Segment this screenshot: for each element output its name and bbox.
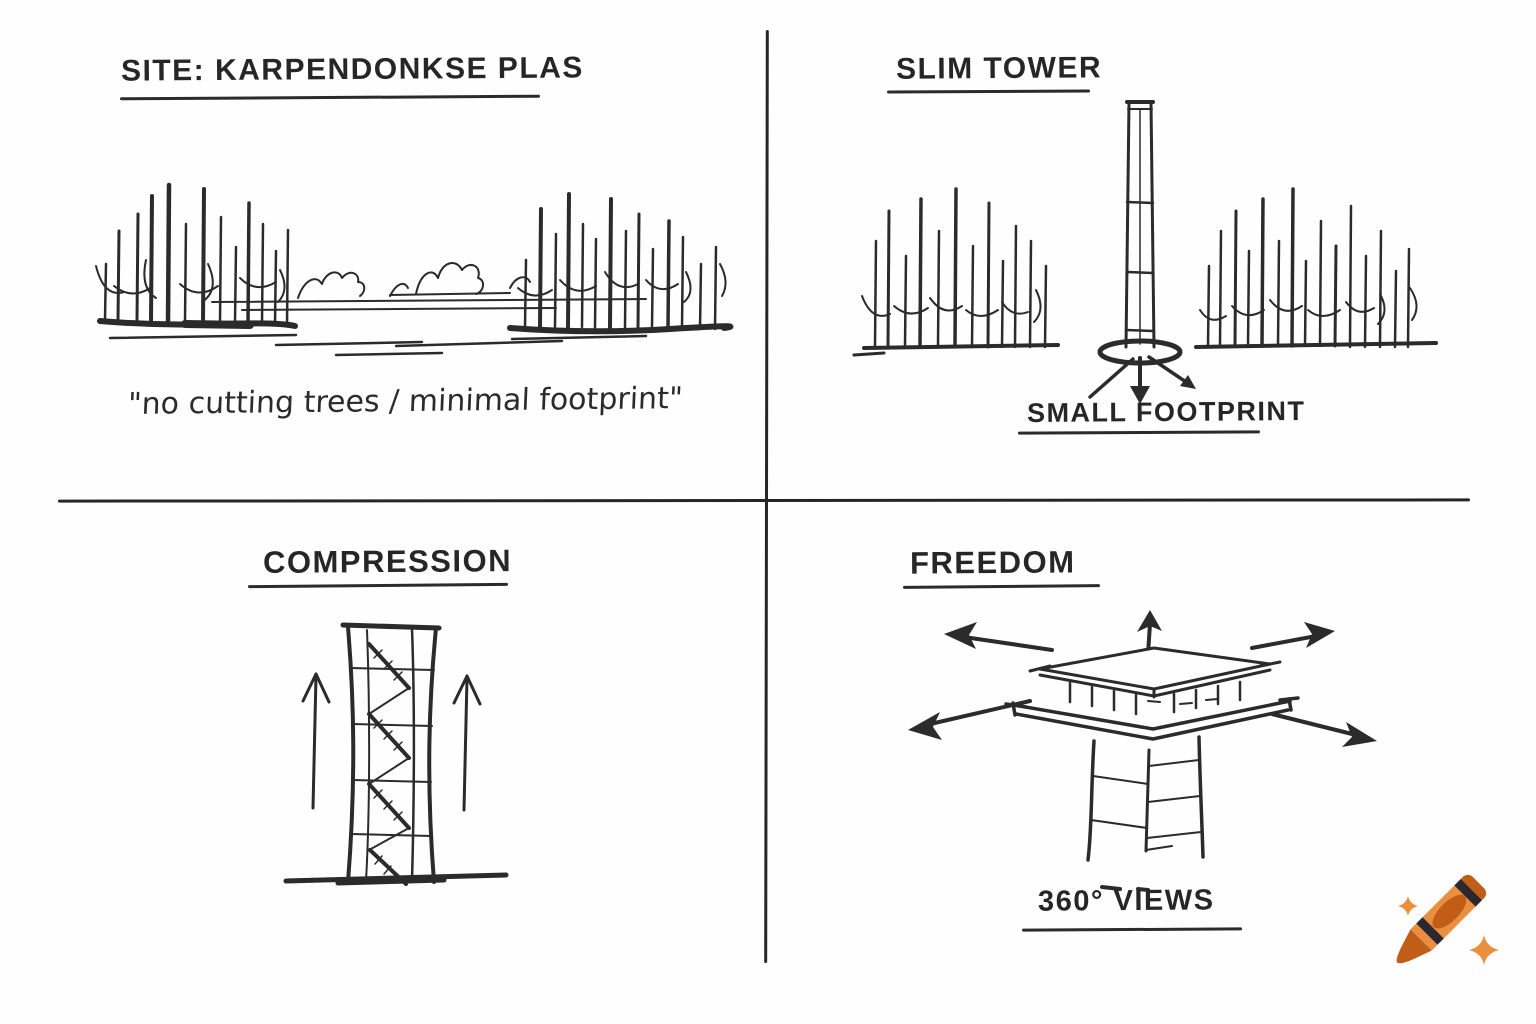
up-arrow-left bbox=[301, 672, 331, 810]
small-footprint-caption: SMALL FOOTPRINT bbox=[1026, 396, 1306, 428]
truss-tower bbox=[335, 622, 447, 886]
freedom-title: FREEDOM bbox=[909, 544, 1076, 581]
observation-deck-sketch bbox=[908, 610, 1377, 892]
column-shaft bbox=[1086, 735, 1205, 892]
slim-tower-sketch bbox=[852, 100, 1438, 404]
views-caption: 360° VIEWS bbox=[1037, 884, 1215, 918]
slim-tower-column bbox=[1124, 100, 1156, 349]
deck-balusters bbox=[1068, 680, 1242, 716]
left-bank bbox=[97, 318, 298, 329]
divider-vertical-line bbox=[764, 29, 769, 964]
view-arrows bbox=[908, 610, 1377, 747]
site-title-underline bbox=[119, 94, 541, 101]
footprint-arrows bbox=[1088, 338, 1196, 404]
sparkle-icon bbox=[1398, 896, 1418, 916]
right-bank bbox=[507, 323, 734, 335]
compression-tower-sketch bbox=[283, 622, 509, 886]
left-tree-cluster bbox=[95, 182, 290, 327]
sparkle-icon bbox=[1469, 935, 1499, 965]
left-tree-cluster bbox=[861, 187, 1060, 350]
freedom-title-underline bbox=[902, 584, 1101, 589]
stair-zigzag bbox=[367, 642, 411, 886]
ground-line bbox=[283, 872, 509, 884]
site-title: SITE: KARPENDONKSE PLAS bbox=[120, 51, 584, 88]
roof-slab bbox=[1028, 646, 1282, 699]
foreground-strokes bbox=[108, 333, 648, 357]
compression-title: COMPRESSION bbox=[262, 543, 513, 580]
up-arrow-right bbox=[452, 674, 482, 812]
background-bushes bbox=[297, 262, 531, 299]
small-footprint-underline bbox=[1017, 430, 1261, 435]
compression-title-underline bbox=[247, 582, 509, 589]
lakeside-trees-sketch bbox=[95, 182, 734, 357]
floor-slab bbox=[1004, 696, 1300, 741]
views-caption-underline bbox=[1021, 927, 1243, 932]
right-tree-cluster bbox=[1194, 187, 1438, 349]
right-tree-cluster bbox=[517, 192, 727, 331]
slim-tower-title: SLIM TOWER bbox=[895, 51, 1103, 86]
site-quote: "no cutting trees / minimal footprint" bbox=[127, 381, 684, 422]
water-lines bbox=[211, 292, 647, 311]
crayon-logo-icon bbox=[1396, 874, 1499, 965]
